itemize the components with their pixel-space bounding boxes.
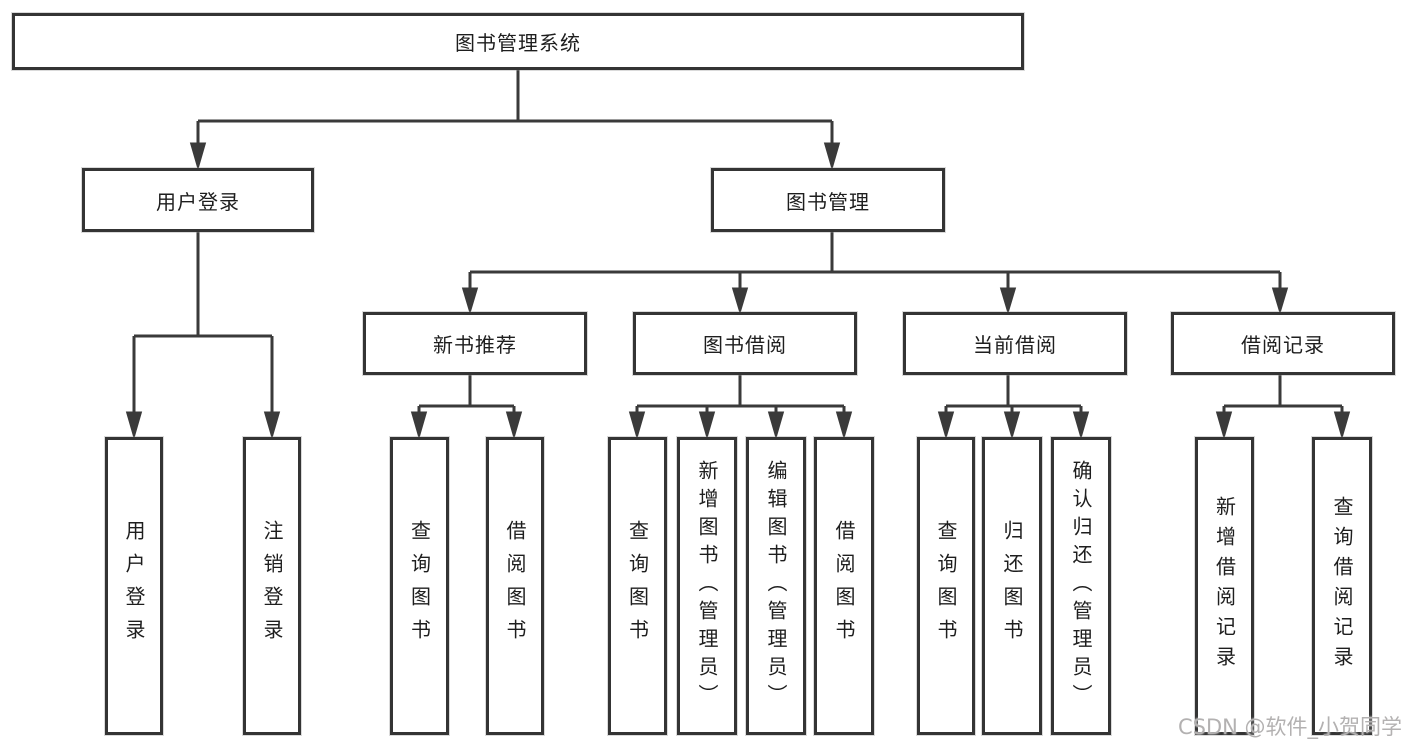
connector-bookborrow-children [628, 375, 853, 440]
node-leaf-borrow-books-label: 借阅图书 [832, 520, 856, 652]
node-leaf-logout: 注销登录 [243, 437, 301, 735]
node-leaf-add-books-admin: 新增图书（管理员） [677, 437, 737, 735]
node-leaf-confirm-return-admin: 确认归还（管理员） [1051, 437, 1111, 735]
node-root-system: 图书管理系统 [12, 13, 1024, 70]
node-leaf-user-login: 用户登录 [105, 437, 163, 735]
node-leaf-add-borrow-record: 新增借阅记录 [1195, 437, 1254, 735]
node-leaf-query-books-current-label: 查询图书 [934, 520, 958, 652]
node-leaf-borrow-books-recommend: 借阅图书 [486, 437, 544, 735]
csdn-watermark: CSDN @软件_小贺同学 [1178, 715, 1403, 739]
connector-records-children [1215, 375, 1351, 440]
node-book-management-module: 图书管理 [711, 168, 945, 232]
node-leaf-confirm-return-admin-label: 确认归还（管理员） [1069, 460, 1093, 712]
node-user-login-module-label: 用户登录 [156, 189, 240, 214]
node-book-management-module-label: 图书管理 [786, 189, 870, 214]
node-leaf-logout-label: 注销登录 [260, 520, 284, 652]
node-leaf-borrow-books-recommend-label: 借阅图书 [503, 520, 527, 652]
node-leaf-return-books: 归还图书 [982, 437, 1042, 735]
node-user-login-module: 用户登录 [82, 168, 314, 232]
node-new-book-recommendation-label: 新书推荐 [433, 333, 517, 357]
node-leaf-query-books-current: 查询图书 [917, 437, 975, 735]
node-root-system-label: 图书管理系统 [455, 31, 581, 55]
connector-root-to-level2 [189, 70, 841, 171]
node-leaf-query-borrow-record-label: 查询借阅记录 [1330, 496, 1354, 676]
connector-userlogin-children [125, 232, 281, 440]
node-borrowing-records-label: 借阅记录 [1241, 333, 1325, 357]
node-leaf-edit-books-admin: 编辑图书（管理员） [746, 437, 806, 735]
node-book-borrowing: 图书借阅 [633, 312, 857, 375]
node-leaf-return-books-label: 归还图书 [1000, 520, 1024, 652]
node-leaf-query-borrow-record: 查询借阅记录 [1312, 437, 1372, 735]
connector-bookmgmt-to-level3 [461, 232, 1289, 315]
node-leaf-query-books-borrow: 查询图书 [608, 437, 667, 735]
node-leaf-query-books-recommend: 查询图书 [390, 437, 449, 735]
node-leaf-user-login-label: 用户登录 [122, 520, 146, 652]
node-leaf-query-books-recommend-label: 查询图书 [407, 520, 432, 652]
node-current-borrowing: 当前借阅 [903, 312, 1127, 375]
node-borrowing-records: 借阅记录 [1171, 312, 1395, 375]
node-new-book-recommendation: 新书推荐 [363, 312, 587, 375]
connector-newbook-children [410, 375, 523, 440]
node-leaf-add-borrow-record-label: 新增借阅记录 [1212, 496, 1237, 676]
node-book-borrowing-label: 图书借阅 [703, 333, 787, 357]
node-leaf-add-books-admin-label: 新增图书（管理员） [695, 460, 719, 712]
node-leaf-query-books-borrow-label: 查询图书 [625, 520, 650, 652]
node-leaf-edit-books-admin-label: 编辑图书（管理员） [764, 460, 788, 712]
node-current-borrowing-label: 当前借阅 [973, 333, 1057, 357]
node-leaf-borrow-books: 借阅图书 [814, 437, 874, 735]
connector-currentborrow-children [937, 375, 1090, 440]
